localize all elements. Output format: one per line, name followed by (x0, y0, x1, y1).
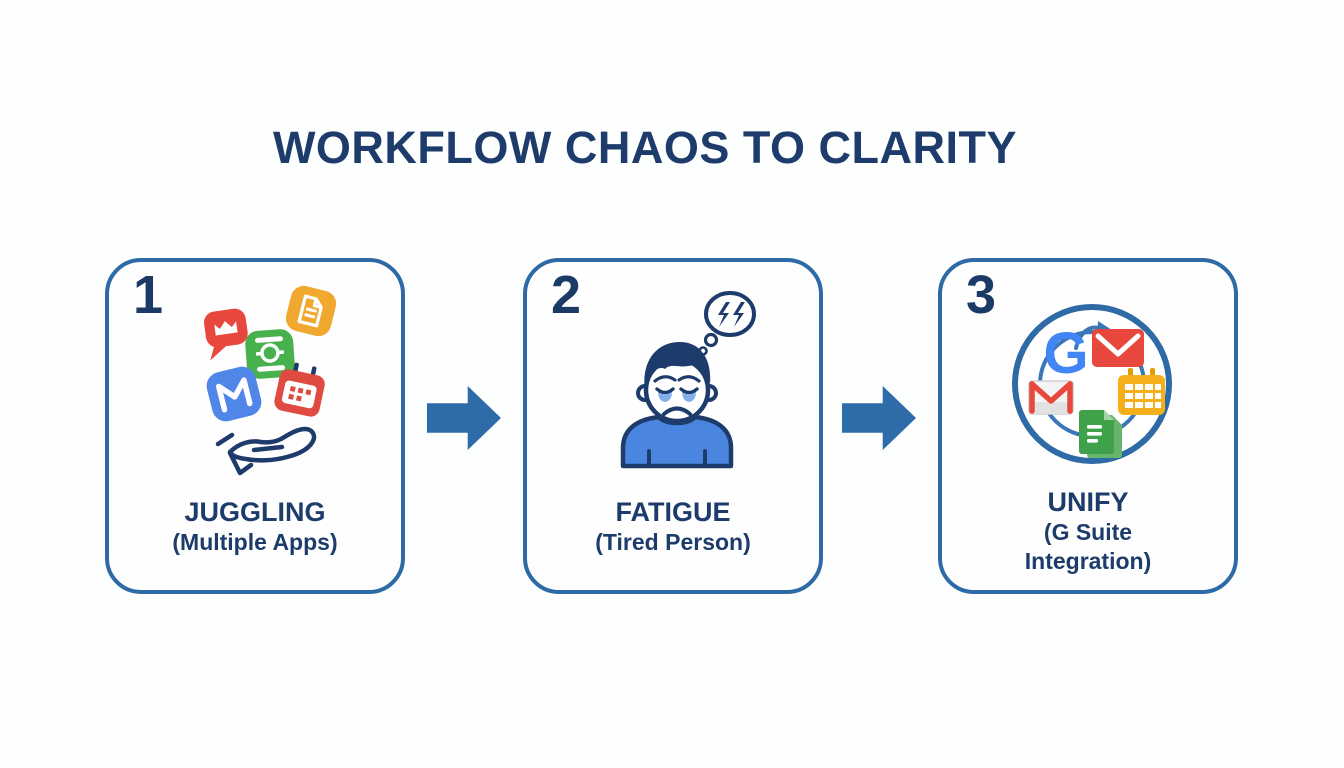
chat-app-icon (203, 308, 248, 361)
unify-illustration: G (1012, 304, 1172, 464)
right-arrow-icon (842, 386, 916, 450)
fatigue-illustration (620, 291, 756, 469)
step-label: UNIFY (1047, 487, 1129, 517)
step-panel-unify: G (938, 258, 1238, 594)
step-caption: JUGGLING (Multiple Apps) (109, 496, 401, 557)
google-g-icon: G (1043, 321, 1088, 386)
calendar-app-icon (274, 362, 325, 417)
step-label: FATIGUE (615, 497, 731, 527)
step-sublabel: (Tired Person) (595, 529, 751, 555)
step-label: JUGGLING (184, 497, 326, 527)
yellow-calendar-icon (1118, 368, 1165, 415)
right-arrow-icon (427, 386, 501, 450)
red-envelope-icon (1092, 329, 1144, 367)
mail-app-icon (206, 366, 262, 422)
stress-thought-bubble-icon (698, 291, 756, 356)
tired-person-icon (620, 341, 734, 469)
document-app-icon (285, 285, 337, 337)
step-sublabel-line2: Integration) (1024, 548, 1152, 574)
open-hand-icon (215, 426, 317, 476)
svg-text:G: G (1043, 321, 1088, 386)
step-sublabel-line1: (G Suite (1043, 519, 1133, 545)
step-panel-fatigue: 2 FATIGUE (Tired Person) (523, 258, 823, 594)
juggling-illustration (203, 285, 337, 476)
step-number: 1 (133, 265, 164, 325)
gmail-envelope-icon (1028, 380, 1074, 415)
green-docs-icon (1079, 410, 1122, 458)
step-caption: FATIGUE (Tired Person) (527, 496, 819, 557)
page-title: WORKFLOW CHAOS TO CLARITY (272, 122, 1018, 173)
step-number: 2 (551, 265, 582, 325)
step-caption: UNIFY (G Suite Integration) (942, 486, 1234, 576)
step-panel-juggling: 1 JUGGLING (Multiple Apps) (105, 258, 405, 594)
video-app-icon (245, 329, 295, 379)
step-sublabel: (Multiple Apps) (172, 529, 338, 555)
step-number: 3 (966, 265, 997, 325)
